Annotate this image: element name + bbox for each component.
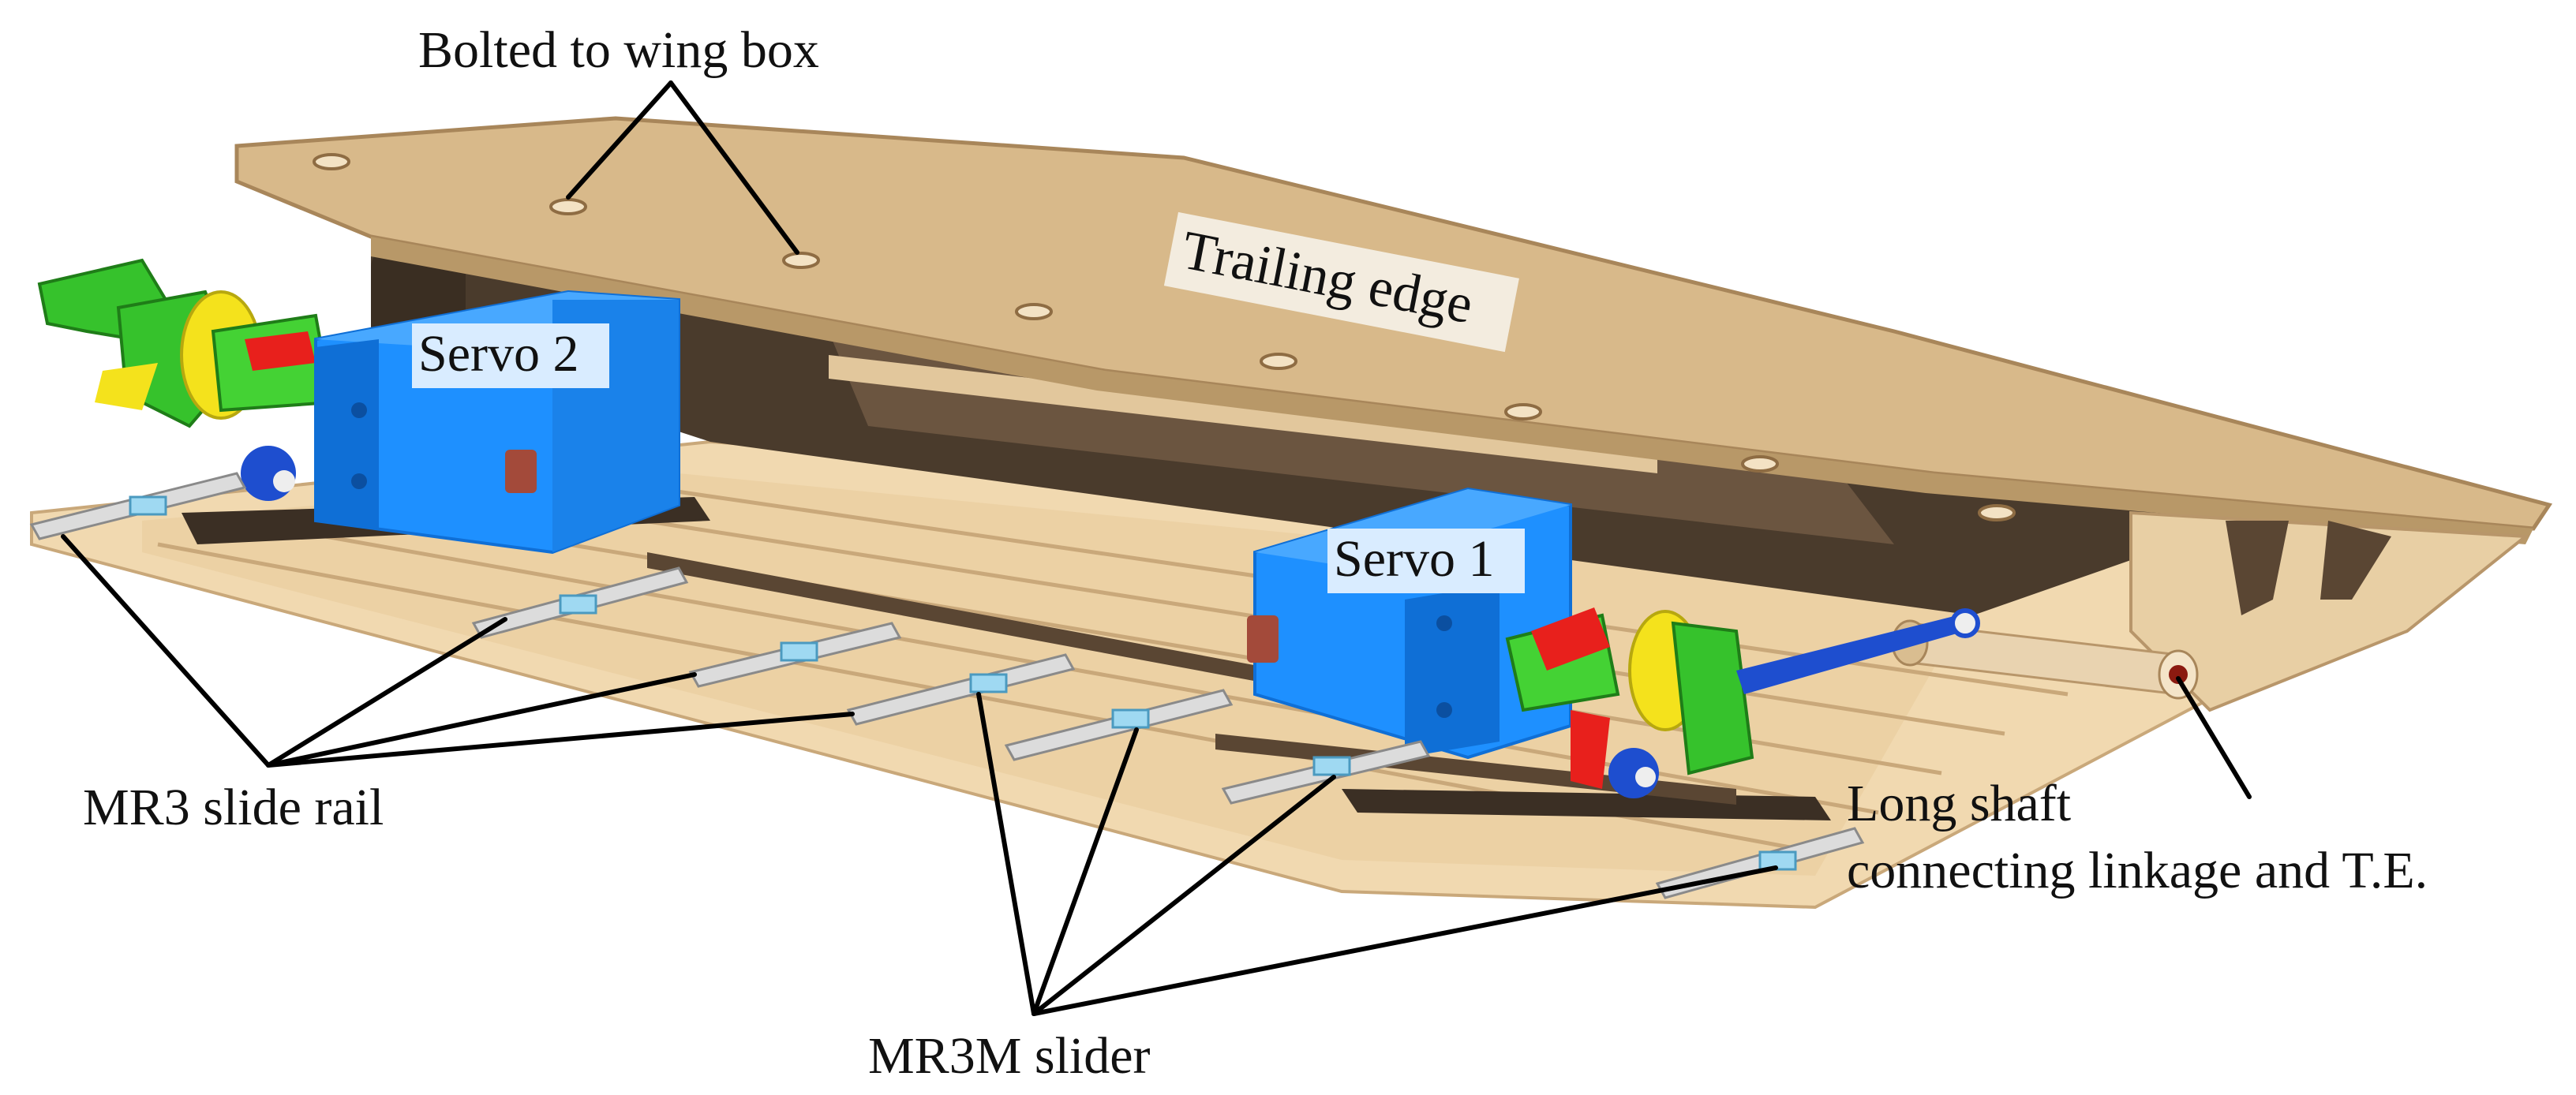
label-servo-2: Servo 2 — [418, 325, 578, 383]
label-connecting-linkage: connecting linkage and T.E. — [1847, 842, 2428, 899]
slider-6 — [1312, 756, 1351, 776]
label-mr3-slide-rail: MR3 slide rail — [83, 779, 384, 836]
label-backgrounds — [412, 211, 1525, 593]
text-labels: Bolted to wing box Trailing edge Servo 2… — [83, 21, 2428, 1085]
slider-7 — [1758, 850, 1797, 871]
label-mr3m-slider: MR3M slider — [868, 1027, 1151, 1085]
slide-rails — [29, 472, 1865, 899]
slider-2 — [559, 594, 597, 615]
slider-5 — [1111, 708, 1150, 729]
rail-4 — [846, 653, 1076, 726]
slider-4 — [969, 673, 1008, 693]
slider-1 — [129, 495, 167, 516]
slider-3 — [780, 641, 818, 662]
label-servo-1: Servo 1 — [1334, 530, 1494, 588]
right-end-ribs — [2129, 510, 2530, 712]
label-long-shaft: Long shaft — [1847, 775, 2071, 832]
leader-lines — [61, 80, 2252, 1016]
label-bolted-to-wing-box: Bolted to wing box — [418, 21, 819, 79]
